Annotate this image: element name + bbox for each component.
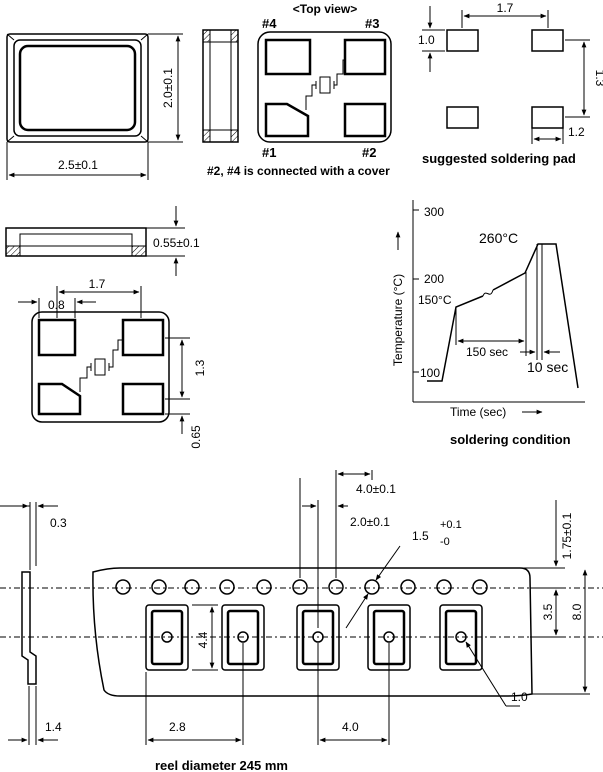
bottom-pad-height-label: 0.65	[189, 425, 203, 449]
pin1-label: #1	[262, 145, 276, 160]
preheat-label: 150°C	[418, 293, 452, 307]
pin3-label: #3	[365, 16, 379, 31]
profile-caption: soldering condition	[450, 432, 571, 447]
package-side-view	[202, 29, 239, 143]
peak-label: 260°C	[479, 230, 518, 246]
pad-height-label: 1.0	[418, 33, 435, 47]
width-dim-label: 2.5±0.1	[58, 158, 98, 172]
bottom-hole-label: 1.0	[511, 690, 528, 704]
hole-to-pocket-label: 2.0±0.1	[350, 515, 390, 529]
package-thickness-view: 0.55±0.1	[5, 206, 200, 276]
height-dimension: 2.0±0.1	[148, 33, 183, 143]
pocket-width-label: 2.8	[169, 720, 186, 734]
width-dimension: 2.5±0.1	[6, 142, 149, 180]
thickness-dim-label: 0.55±0.1	[153, 236, 200, 250]
tape-thickness-label: 0.3	[50, 516, 67, 530]
pad-dimensions: 1.7 1.0 1.3 1.2	[418, 1, 603, 144]
tape-cross-section: 0.3	[0, 502, 67, 685]
duration-label-2: 10 sec	[527, 359, 568, 375]
pocket-depth-label: 1.4	[45, 720, 62, 734]
hole-dia-label: 1.5	[412, 529, 429, 543]
pad-caption: suggested soldering pad	[422, 151, 576, 166]
pad-pitch-y-label: 1.3	[593, 70, 603, 87]
pad-width-label: 1.2	[568, 125, 585, 139]
pocket-pitch-label: 4.0	[342, 720, 359, 734]
hole-tol-minus: -0	[440, 536, 450, 548]
bottom-pitch-y-label: 1.3	[193, 359, 207, 376]
tick-300: 300	[424, 205, 444, 219]
soldering-pad-layout	[446, 29, 564, 129]
soldering-profile: 300 200 100 Temperature (°C) Time (sec) …	[391, 200, 585, 419]
tape-width-label: 8.0	[570, 603, 584, 620]
bottom-view-dimensions: 1.7 0.8 1.3 0.65	[18, 277, 207, 449]
tape-caption: reel diameter 245 mm	[155, 758, 288, 772]
tick-200: 200	[424, 272, 444, 286]
tape-edge-label: 1.75±0.1	[560, 512, 574, 559]
top-view-title: <Top view>	[293, 2, 357, 16]
connection-note: #2, #4 is connected with a cover	[207, 164, 390, 178]
y-axis-label: Temperature (°C)	[391, 274, 405, 366]
carrier-tape	[0, 567, 603, 697]
tape-dimensions: 4.0±0.1 2.0±0.1 1.5 +0.1 -0 1.75±0.1 3.5…	[8, 470, 590, 745]
x-axis-label: Time (sec)	[450, 405, 506, 419]
pin4-label: #4	[262, 16, 277, 31]
hole-pitch-label: 4.0±0.1	[356, 482, 396, 496]
bottom-pitch-x-label: 1.7	[89, 277, 106, 291]
hole-tol-plus: +0.1	[440, 519, 462, 531]
top-view-outline	[257, 31, 392, 143]
bottom-pad-width-label: 0.8	[48, 298, 65, 312]
pad-pitch-x-label: 1.7	[497, 1, 514, 15]
pin2-label: #2	[362, 145, 376, 160]
package-top-outline	[6, 33, 149, 143]
bottom-view-outline	[31, 311, 170, 423]
sprocket-holes	[115, 579, 488, 595]
tape-center-label: 3.5	[541, 603, 555, 620]
profile-curve	[427, 243, 579, 389]
pocket-length-label: 4.4	[196, 631, 210, 648]
height-dim-label: 2.0±0.1	[161, 68, 175, 108]
duration-label-1: 150 sec	[466, 345, 508, 359]
tick-100: 100	[420, 366, 440, 380]
